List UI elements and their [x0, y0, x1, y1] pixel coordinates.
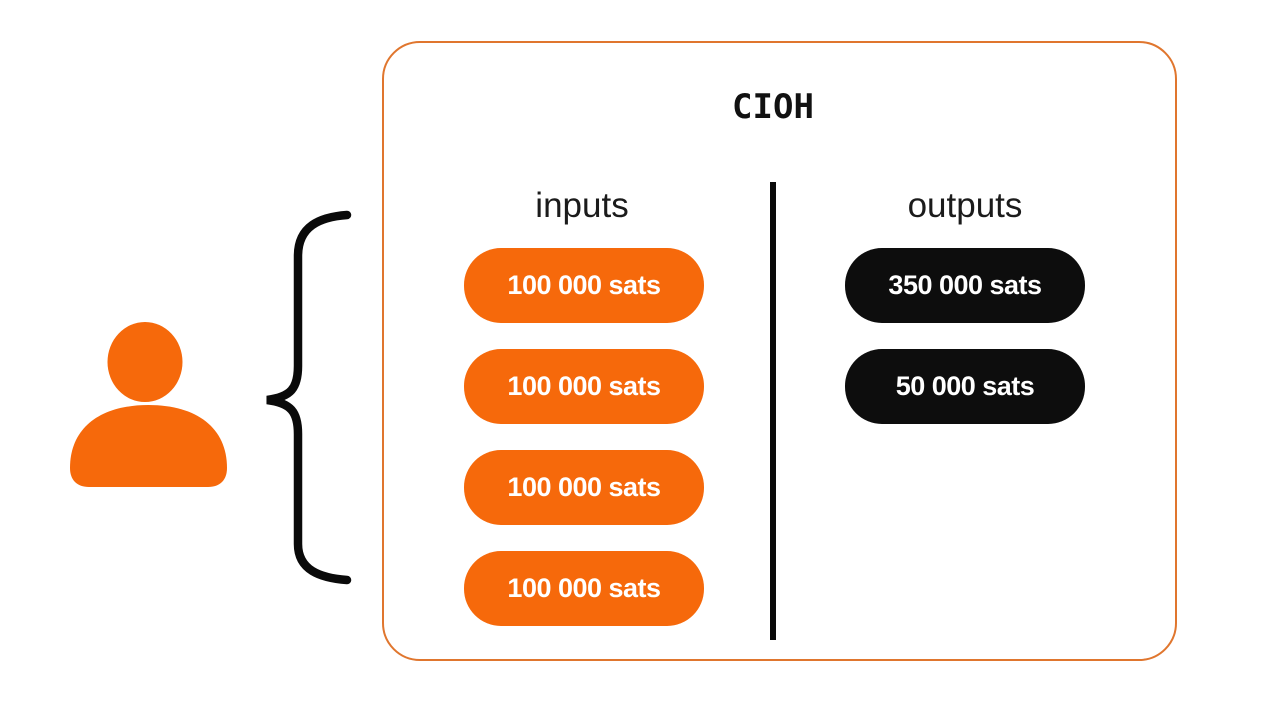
output-pill: 50 000 sats [845, 349, 1085, 424]
inputs-column: 100 000 sats 100 000 sats 100 000 sats 100 … [464, 248, 704, 626]
person-icon [70, 322, 227, 487]
outputs-label: outputs [907, 186, 1023, 225]
input-pill: 100 000 sats [464, 349, 704, 424]
input-pill: 100 000 sats [464, 248, 704, 323]
output-pill: 350 000 sats [845, 248, 1085, 323]
inputs-label: inputs [535, 186, 629, 225]
outputs-column: 350 000 sats 50 000 sats [845, 248, 1085, 424]
input-pill: 100 000 sats [464, 551, 704, 626]
column-divider [770, 182, 776, 640]
input-pill: 100 000 sats [464, 450, 704, 525]
diagram-title: CIOH [732, 87, 814, 127]
left-curly-brace-icon [266, 210, 352, 585]
